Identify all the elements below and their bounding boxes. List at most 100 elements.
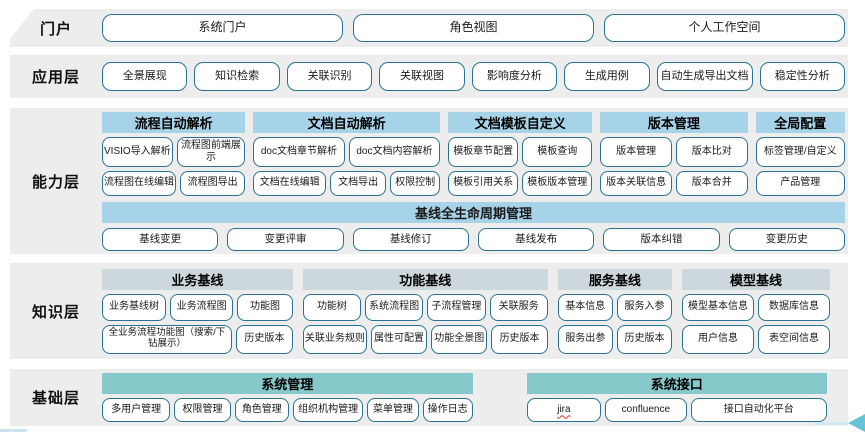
diagram-node: 功能全景图 <box>431 324 488 354</box>
diagram-node: 稳定性分析 <box>759 62 845 91</box>
diagram-node: 变更历史 <box>728 227 845 251</box>
diagram-node: 服务出参 <box>557 324 613 354</box>
group-version-management: 版本管理 版本管理 版本比对 版本关联信息 版本合并 <box>600 111 748 196</box>
group-process-parsing: 流程自动解析 VISIO导入解析 流程图前端展示 流程图在线编辑 流程图导出 <box>102 111 246 196</box>
diagram-node: 菜单管理 <box>367 398 419 422</box>
diagram-node: 变更评审 <box>227 227 344 251</box>
diagram-node: 文档导出 <box>329 170 387 196</box>
diagram-node: 角色管理 <box>234 398 289 422</box>
diagram-node: 业务基线树 <box>102 293 167 321</box>
group-header: 业务基线 <box>102 268 293 290</box>
group-system-interface: 系统接口 jira confluence 接口自动化平台 <box>526 373 828 422</box>
group-model-baseline: 模型基线 模型基本信息 数据库信息 用户信息 表空间信息 <box>682 268 830 354</box>
diagram-node: 关联服务 <box>489 293 548 321</box>
diagram-node: 功能图 <box>237 293 293 321</box>
knowledge-groups: 业务基线 业务基线树 业务流程图 功能图 全业务流程功能图（搜索/下钻展示） 历… <box>102 268 830 354</box>
group-business-baseline: 业务基线 业务基线树 业务流程图 功能图 全业务流程功能图（搜索/下钻展示） 历… <box>102 268 293 354</box>
node-personal-workspace: 个人工作空间 <box>604 14 845 42</box>
group-header: 版本管理 <box>600 111 748 133</box>
diagram-node: 历史版本 <box>235 324 293 354</box>
diagram-node: 关联业务规则 <box>302 324 367 354</box>
layer-label-application: 应用层 <box>31 69 80 86</box>
group-function-baseline: 功能基线 功能树 系统流程图 子流程管理 关联服务 关联业务规则 属性可配置 功… <box>302 268 548 354</box>
layer-band-capability: 能力层 流程自动解析 VISIO导入解析 流程图前端展示 流程图在线编辑 流程图… <box>10 108 848 254</box>
baseline-nodes: 基线变更 变更评审 基线修订 基线发布 版本纠错 变更历史 <box>102 227 845 251</box>
layer-label-knowledge: 知识层 <box>31 303 80 321</box>
layer-band-knowledge: 知识层 业务基线 业务基线树 业务流程图 功能图 全业务流程功能图（搜索/下钻展… <box>10 263 848 359</box>
application-nodes: 全景展现 知识检索 关联识别 关联视图 影响度分析 生成用例 自动生成导出文档 … <box>102 55 845 98</box>
diagram-node: 组织机构管理 <box>293 398 364 422</box>
group-template-custom: 文档模板自定义 模板章节配置 模板查询 模板引用关系 模板版本管理 <box>448 111 593 196</box>
group-document-parsing: 文档自动解析 doc文档章节解析 doc文档内容解析 文档在线编辑 文档导出 权… <box>253 111 441 196</box>
diagram-node: 版本合并 <box>675 170 748 196</box>
diagram-node: 流程图在线编辑 <box>102 170 176 196</box>
diagram-node: 数据库信息 <box>758 293 830 321</box>
foundation-groups: 系统管理 多用户管理 权限管理 角色管理 组织机构管理 菜单管理 操作日志 系统… <box>102 373 828 422</box>
diagram-node: doc文档内容解析 <box>348 136 441 167</box>
diagram-node: 全景展现 <box>102 62 188 91</box>
diagram-node: 关联视图 <box>379 62 465 91</box>
diagram-node: 系统流程图 <box>365 293 424 321</box>
diagram-node: 流程图前端展示 <box>176 136 246 167</box>
node-system-portal: 系统门户 <box>102 14 343 42</box>
group-header: 文档自动解析 <box>253 111 441 133</box>
bottom-right-line-decoration <box>815 422 848 425</box>
knowledge-content: 业务基线 业务基线树 业务流程图 功能图 全业务流程功能图（搜索/下钻展示） 历… <box>102 263 845 359</box>
diagram-node: 属性可配置 <box>370 324 428 354</box>
diagram-node: 基线发布 <box>477 227 595 251</box>
group-header: 模型基线 <box>682 268 830 290</box>
group-header: 系统接口 <box>526 373 828 394</box>
layer-label-capability: 能力层 <box>31 173 80 191</box>
diagram-node: 模板引用关系 <box>448 170 519 196</box>
diagram-node: 功能树 <box>302 293 362 321</box>
diagram-node: 权限控制 <box>390 170 441 196</box>
group-header: 流程自动解析 <box>102 111 246 133</box>
layer-band-foundation: 基础层 系统管理 多用户管理 权限管理 角色管理 组织机构管理 菜单管理 操作日… <box>10 369 848 426</box>
diagram-node: 用户信息 <box>682 324 755 354</box>
diagram-node: 历史版本 <box>616 324 673 354</box>
group-system-management: 系统管理 多用户管理 权限管理 角色管理 组织机构管理 菜单管理 操作日志 <box>102 373 473 422</box>
diagram-node: 标签管理/自定义 <box>755 136 845 167</box>
diagram-node: 流程图导出 <box>180 170 246 196</box>
layer-band-application: 应用层 全景展现 知识检索 关联识别 关联视图 影响度分析 生成用例 自动生成导… <box>10 55 848 98</box>
diagram-node: 模板章节配置 <box>448 136 519 167</box>
diagram-node: 全业务流程功能图（搜索/下钻展示） <box>102 324 232 354</box>
layer-band-portal: 门户 系统门户 角色视图 个人工作空间 <box>10 9 848 47</box>
diagram-node: 基线修订 <box>352 227 469 251</box>
group-header: 系统管理 <box>102 373 473 394</box>
diagram-node: doc文档章节解析 <box>253 136 345 167</box>
layer-label-foundation: 基础层 <box>31 390 80 407</box>
diagram-node: 基线变更 <box>102 227 219 251</box>
corner-cut-decoration <box>10 9 34 39</box>
portal-nodes: 系统门户 角色视图 个人工作空间 <box>102 9 845 47</box>
diagram-node: 生成用例 <box>564 62 650 91</box>
diagram-node: 自动生成导出文档 <box>656 62 753 91</box>
diagram-node: 模板版本管理 <box>522 170 593 196</box>
group-header: 全局配置 <box>755 111 845 133</box>
node-interface-automation-platform: 接口自动化平台 <box>690 398 828 422</box>
group-global-config: 全局配置 标签管理/自定义 产品管理 <box>755 111 845 196</box>
diagram-node: 业务流程图 <box>170 293 234 321</box>
diagram-node: 操作日志 <box>422 398 473 422</box>
baseline-lifecycle-header: 基线全生命周期管理 <box>102 201 845 223</box>
diagram-node: 基本信息 <box>557 293 613 321</box>
bottom-left-line-decoration <box>0 429 27 432</box>
capability-groups: 流程自动解析 VISIO导入解析 流程图前端展示 流程图在线编辑 流程图导出 文… <box>102 111 845 196</box>
group-header: 功能基线 <box>302 268 548 290</box>
diagram-node: 影响度分析 <box>471 62 558 91</box>
diagram-node: 产品管理 <box>755 170 845 196</box>
diagram-node: 表空间信息 <box>758 324 830 354</box>
group-header: 服务基线 <box>557 268 673 290</box>
diagram-node: 服务入参 <box>616 293 673 321</box>
node-jira: jira <box>526 398 602 422</box>
diagram-node: 模型基本信息 <box>682 293 755 321</box>
left-arrow-icon <box>848 414 865 432</box>
diagram-node: 子流程管理 <box>427 293 486 321</box>
diagram-node: 关联识别 <box>286 62 373 91</box>
group-header: 文档模板自定义 <box>448 111 593 133</box>
capability-content: 流程自动解析 VISIO导入解析 流程图前端展示 流程图在线编辑 流程图导出 文… <box>102 108 845 254</box>
group-service-baseline: 服务基线 基本信息 服务入参 服务出参 历史版本 <box>557 268 673 354</box>
foundation-content: 系统管理 多用户管理 权限管理 角色管理 组织机构管理 菜单管理 操作日志 系统… <box>102 369 845 426</box>
node-role-view: 角色视图 <box>353 14 594 42</box>
diagram-node: 权限管理 <box>174 398 231 422</box>
